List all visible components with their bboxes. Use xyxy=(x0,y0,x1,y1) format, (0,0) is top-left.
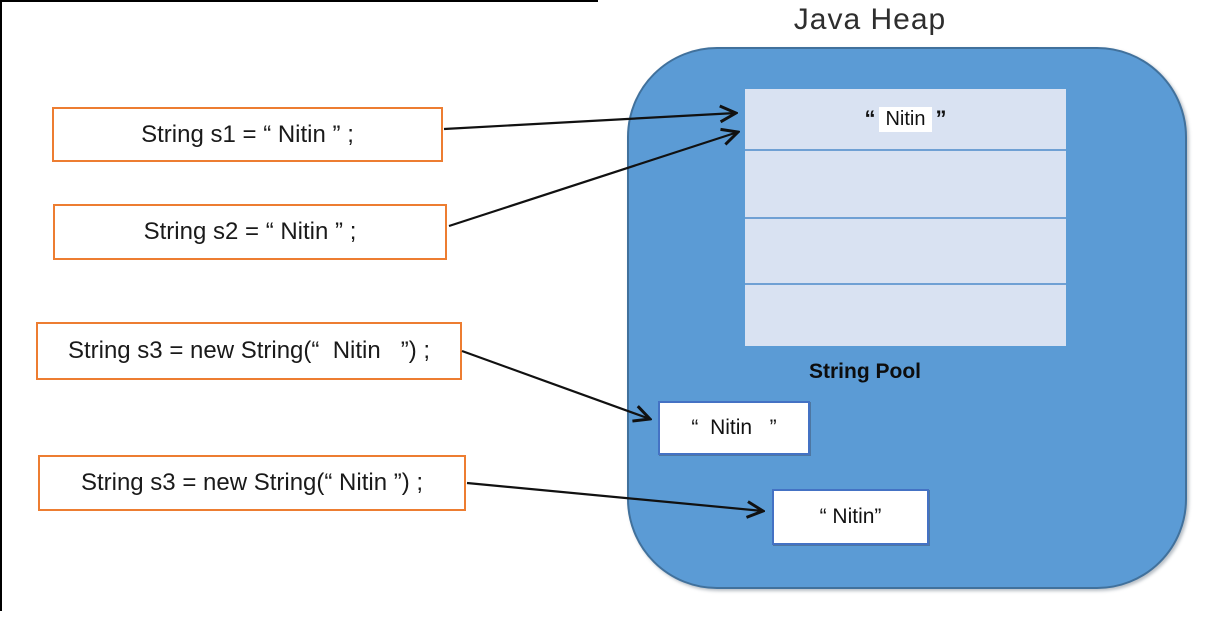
heap-object-nitin-1: “ Nitin ” xyxy=(658,401,810,455)
code-text: String s3 = new String(“ Nitin ”) ; xyxy=(80,469,424,496)
string-pool-row-empty xyxy=(745,217,1066,283)
close-quote: ” xyxy=(935,106,947,131)
heap-object-nitin-2: “ Nitin” xyxy=(772,489,929,545)
slide-frame-left-line xyxy=(0,0,2,611)
string-pool-row-empty xyxy=(745,149,1066,217)
slide-frame-top-line xyxy=(0,0,598,2)
code-text: String s2 = “ Nitin ” ; xyxy=(143,218,357,245)
string-pool-row-nitin: “ Nitin ” xyxy=(745,89,1066,149)
string-pool-row-empty xyxy=(745,283,1066,346)
string-pool-label: String Pool xyxy=(809,360,921,383)
code-box-s1: String s1 = “ Nitin ” ; xyxy=(52,107,443,162)
pool-string-value: Nitin xyxy=(879,106,932,132)
code-text: String s1 = “ Nitin ” ; xyxy=(141,120,354,148)
code-box-s3-spaced: String s3 = new String(“ Nitin ”) ; xyxy=(36,322,462,380)
string-pool-table: “ Nitin ” xyxy=(745,89,1066,346)
open-quote: “ xyxy=(864,106,876,131)
code-box-s2: String s2 = “ Nitin ” ; xyxy=(53,204,447,260)
java-heap-region: “ Nitin ” String Pool “ Nitin ” “ Nitin” xyxy=(627,47,1187,589)
code-box-s3: String s3 = new String(“ Nitin ”) ; xyxy=(38,455,466,511)
java-heap-title: Java Heap xyxy=(793,3,947,36)
arrow-s3-spaced-to-object-1 xyxy=(461,349,650,419)
code-text: String s3 = new String(“ Nitin ”) ; xyxy=(67,337,431,364)
heap-object-text: “ Nitin” xyxy=(819,505,882,528)
heap-object-text: “ Nitin ” xyxy=(691,416,777,439)
